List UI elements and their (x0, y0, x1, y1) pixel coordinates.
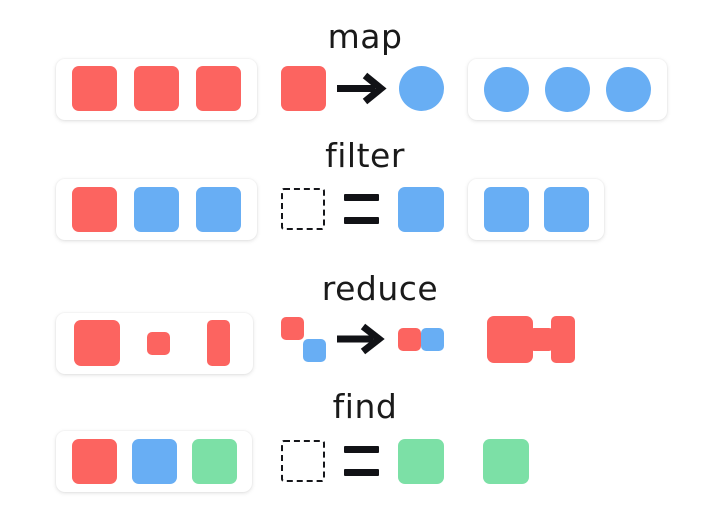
reduce-input-item-small (147, 332, 170, 355)
equals-bar-bottom (344, 469, 379, 476)
filter-input-item-1 (72, 187, 117, 232)
reduce-input-item-large (74, 320, 120, 366)
reduce-accumulator-square (281, 317, 304, 340)
row-label-reduce: reduce (321, 269, 439, 308)
map-input-item-1 (72, 66, 117, 111)
map-transform-result-circle (399, 66, 444, 111)
filter-input-item-2 (134, 187, 179, 232)
arrow-right-icon (335, 72, 387, 105)
filter-output-item-2 (544, 187, 589, 232)
filter-output-item-1 (484, 187, 529, 232)
arrow-right-icon (335, 323, 385, 355)
row-label-filter: filter (325, 136, 405, 175)
equals-bar-top (344, 446, 379, 453)
map-output-item-2 (545, 67, 590, 112)
find-input-item-3 (192, 439, 237, 484)
reduce-output-merged-shape (487, 316, 575, 363)
reduce-next-value-square (303, 339, 326, 362)
equals-bar-top (344, 194, 379, 201)
reduce-result-left-square (398, 328, 421, 351)
reduce-output-part-large (487, 316, 533, 363)
find-dashed-placeholder-icon (281, 440, 325, 482)
reduce-input-collection (56, 313, 253, 374)
find-input-item-2 (132, 439, 177, 484)
map-transform-source-square (281, 66, 326, 111)
find-predicate-result-square (398, 439, 444, 484)
find-input-item-1 (72, 439, 117, 484)
filter-input-collection (56, 179, 257, 240)
reduce-input-item-tall (207, 320, 230, 366)
filter-equals-icon (344, 194, 379, 224)
find-input-collection (56, 431, 252, 492)
filter-dashed-placeholder-icon (281, 188, 325, 230)
row-label-find: find (332, 387, 398, 426)
filter-input-item-3 (196, 187, 241, 232)
map-output-item-1 (484, 67, 529, 112)
map-input-item-2 (134, 66, 179, 111)
map-output-item-3 (606, 67, 651, 112)
row-label-map: map (327, 17, 403, 56)
find-equals-icon (344, 446, 379, 476)
reduce-output-part-tall (551, 316, 575, 363)
reduce-result-right-square (421, 328, 444, 351)
filter-predicate-result-square (398, 187, 444, 232)
filter-output-collection (468, 179, 604, 240)
map-output-collection (468, 59, 667, 120)
find-output-item-1 (483, 439, 529, 484)
map-input-item-3 (196, 66, 241, 111)
equals-bar-bottom (344, 217, 379, 224)
reduce-output-part-small (529, 328, 554, 351)
map-input-collection (56, 59, 257, 120)
